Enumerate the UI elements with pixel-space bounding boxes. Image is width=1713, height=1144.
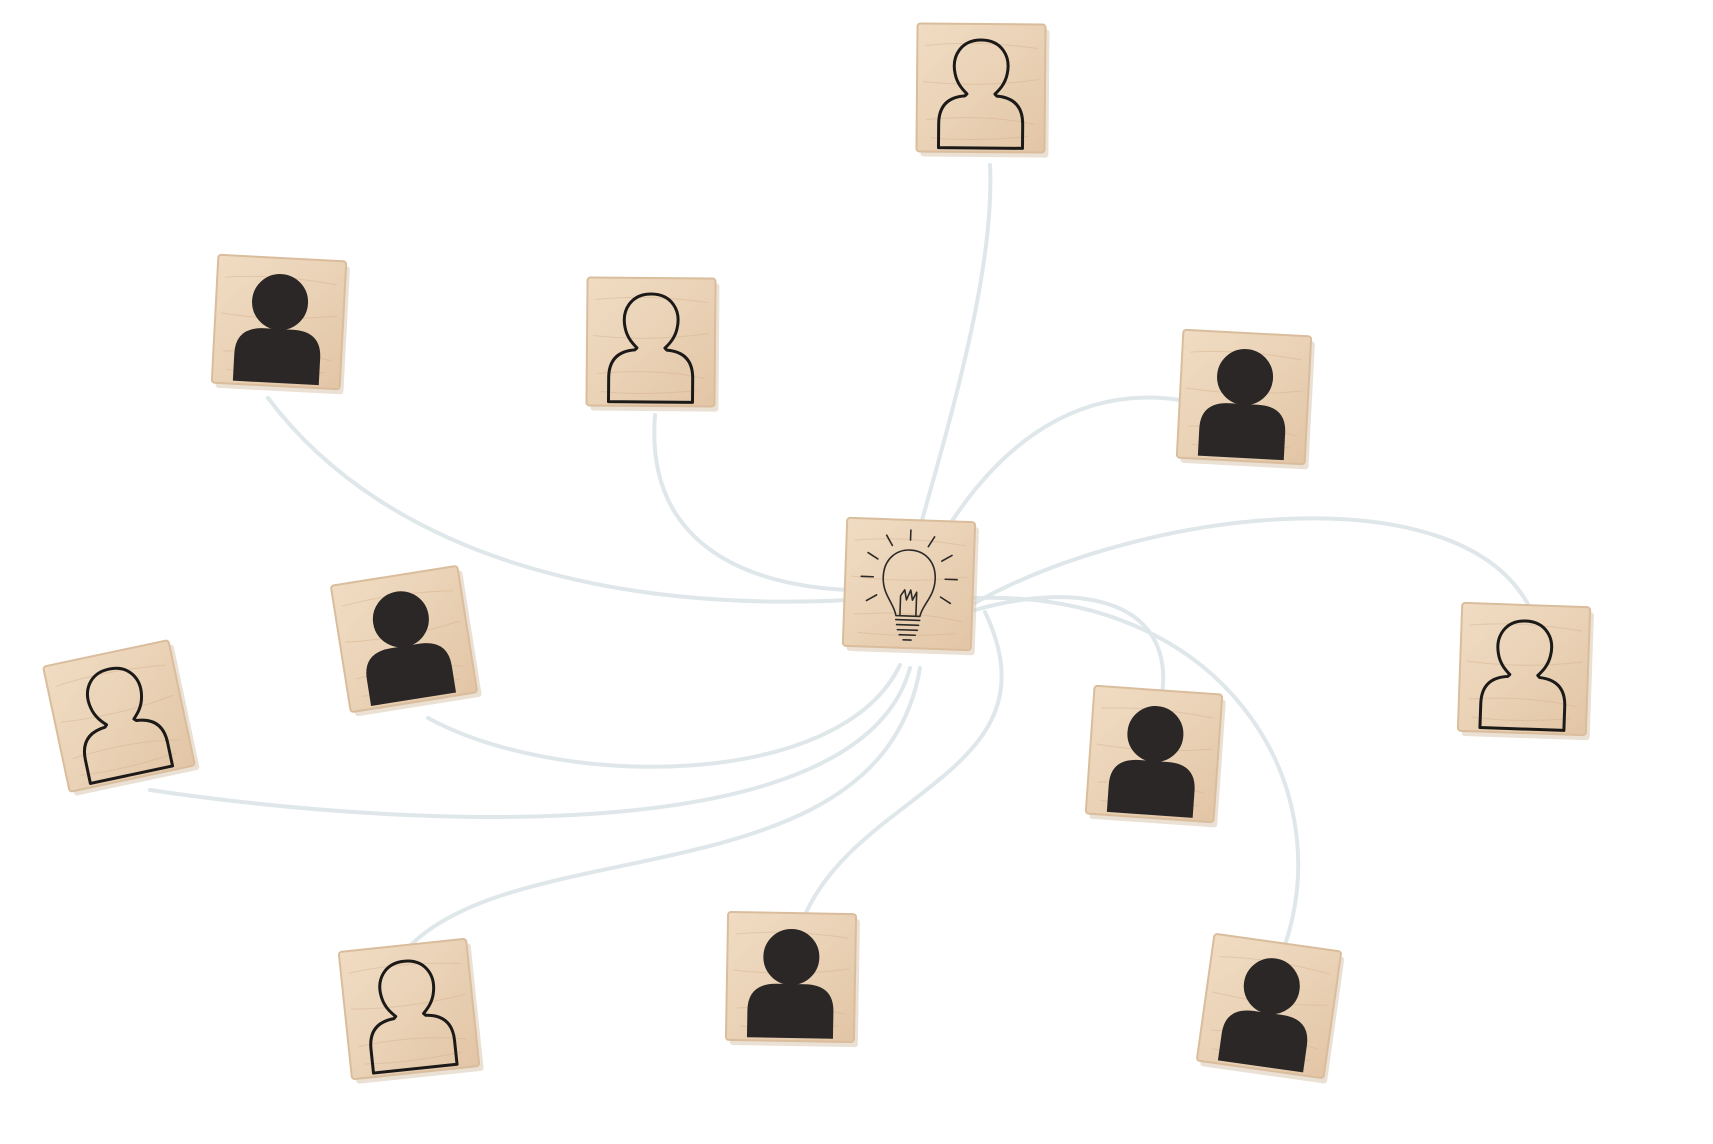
tile-upper-left <box>210 253 352 396</box>
tile-far-left <box>42 638 201 798</box>
tile-far-right <box>1456 601 1596 742</box>
string-to-bottom-right <box>973 595 1301 947</box>
string-to-top <box>915 163 993 540</box>
hub-tile <box>841 516 981 657</box>
tile-middle-right <box>1084 684 1228 829</box>
tile-bottom-right <box>1195 932 1347 1085</box>
tile-top <box>915 22 1051 159</box>
string-to-upper-middle <box>652 413 850 592</box>
tile-bottom-left <box>337 937 485 1086</box>
string-to-far-left <box>148 666 912 819</box>
tile-upper-middle <box>585 276 721 413</box>
string-to-bottom-left <box>406 666 922 950</box>
lightbulb-icon <box>860 529 958 641</box>
string-to-middle-left <box>426 663 902 769</box>
connection-strings <box>148 163 1532 950</box>
tile-upper-right <box>1175 328 1317 471</box>
string-to-bottom-middle <box>803 610 1004 917</box>
string-to-middle-right <box>973 595 1166 697</box>
string-to-upper-right <box>938 395 1182 542</box>
string-to-far-right <box>973 516 1532 610</box>
tile-bottom-middle <box>724 910 862 1049</box>
tile-middle-left <box>329 564 483 719</box>
string-to-upper-left <box>266 396 850 604</box>
